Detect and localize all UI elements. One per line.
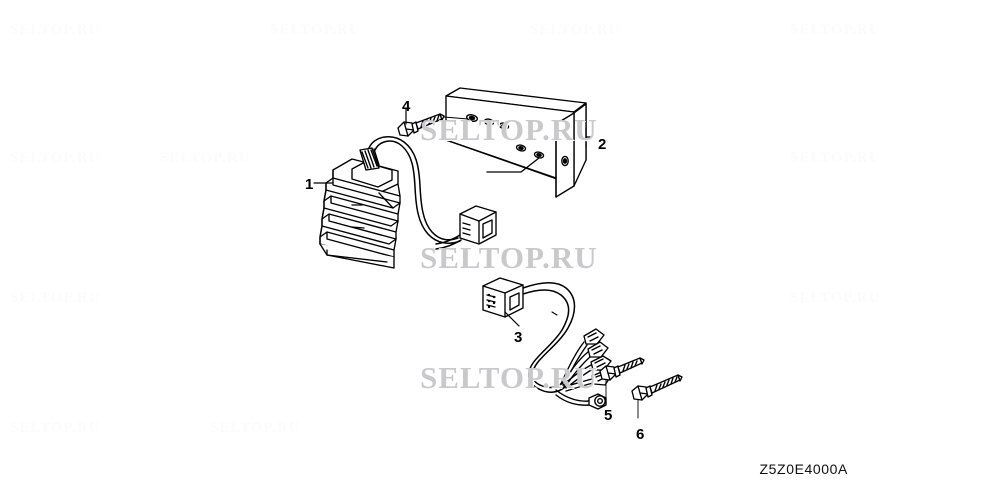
callout-number-2: 2 bbox=[598, 136, 607, 153]
part-flange-bolt-5 bbox=[599, 357, 645, 399]
callout-number-6: 6 bbox=[636, 426, 645, 443]
callout-number-3: 3 bbox=[514, 329, 523, 346]
inline-connector bbox=[435, 205, 497, 250]
part-wire-harness bbox=[482, 277, 612, 410]
part-flange-bolt-6 bbox=[631, 374, 683, 419]
diagram-part-number: Z5Z0E4000A bbox=[759, 461, 848, 477]
callout-number-1: 1 bbox=[305, 176, 314, 193]
part-regulator-rectifier bbox=[319, 136, 461, 269]
callout-number-4: 4 bbox=[402, 98, 411, 115]
callout-number-5: 5 bbox=[604, 407, 613, 424]
callout-leaders bbox=[313, 108, 591, 327]
part-mounting-bracket bbox=[445, 87, 587, 198]
part-flange-bolt-4 bbox=[397, 113, 469, 137]
